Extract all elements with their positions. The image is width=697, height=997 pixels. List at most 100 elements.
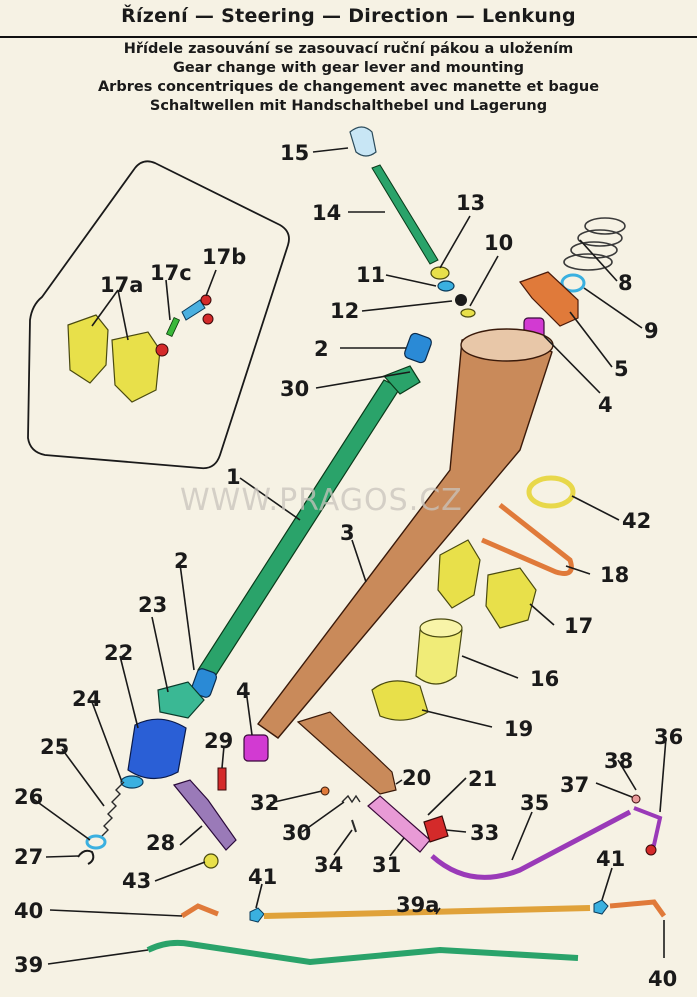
part-15-knob [349,126,377,157]
label-28: 28 [146,831,175,855]
part-17a-shell-left [67,314,109,384]
label-23: 23 [138,593,167,617]
label-17b: 17b [202,245,246,269]
part-11-washer [437,280,455,292]
part-36-nut [645,844,657,856]
part-17-clamp-left [437,539,481,609]
label-30-upper: 30 [280,377,309,401]
label-25: 25 [40,735,69,759]
part-9-ring [560,273,586,293]
subtitle-french: Arbres concentriques de changement avec … [97,79,600,95]
part-41-nut-left [249,907,265,923]
label-22: 22 [104,641,133,665]
part-14-gear-lever-rod [371,164,439,265]
label-17a: 17a [100,273,143,297]
part-23-bracket [157,681,205,719]
part-16-bushing-top [419,618,463,638]
part-42-ring [526,475,576,509]
part-20-selector-lever [296,711,397,795]
part-28-lever [172,779,237,851]
part-25-spring [99,781,125,839]
label-43: 43 [122,869,151,893]
label-15: 15 [280,141,309,165]
part-30-spring-lower [341,794,361,804]
part-40-rod-end-right [609,899,667,918]
label-41-left: 41 [248,865,277,889]
label-2-lower: 2 [174,549,189,573]
part-17b-washer-red [200,294,212,306]
inset-bearing-shell-parts [67,294,214,403]
part-17-clamp-right [485,567,537,629]
part-19-clamp [371,680,429,721]
part-1-shaft-head [382,365,421,395]
label-21: 21 [468,767,497,791]
label-4-lower: 4 [236,679,251,703]
label-37: 37 [560,773,589,797]
label-33: 33 [470,821,499,845]
subtitle-czech: Hřídele zasouvání se zasouvací ruční pák… [123,41,574,57]
part-17a-shell-right [111,331,161,403]
part-17c-spring [165,317,181,337]
part-36-end-fitting [633,806,663,850]
part-12-lock-washer [455,294,467,306]
part-18-u-bolt [481,503,574,576]
part-34-pin [351,819,357,833]
part-27-circlip [77,849,95,865]
label-10: 10 [484,231,513,255]
label-5: 5 [614,357,629,381]
part-41-nut-right [593,899,609,915]
part-35-selector-rod [430,809,632,880]
leader-lines [31,147,667,965]
part-37-washer [631,794,641,804]
part-32-ball [320,786,330,796]
part-22-housing [127,718,187,780]
part-13-washer [430,266,450,280]
part-10-washer [460,308,476,318]
part-17-pin-red [155,343,169,357]
label-32: 32 [250,791,279,815]
label-9: 9 [644,319,659,343]
label-8: 8 [618,271,633,295]
label-29: 29 [204,729,233,753]
part-2-upper-bush [404,332,432,364]
subtitle-english: Gear change with gear lever and mounting [172,60,525,76]
label-17: 17 [564,614,593,638]
label-34: 34 [314,853,343,877]
part-43-washer [203,853,219,869]
part-26-ring [85,834,107,850]
label-40-left: 40 [14,899,43,923]
label-35: 35 [520,791,549,815]
label-16: 16 [530,667,559,691]
label-38: 38 [604,749,633,773]
label-42: 42 [622,509,651,533]
label-13: 13 [456,191,485,215]
part-29-bolt [217,767,227,791]
label-4-upper: 4 [598,393,613,417]
inset-frame [27,160,290,470]
part-3-column-top-opening [460,328,554,362]
label-19: 19 [504,717,533,741]
part-17b-screw [181,299,206,321]
label-17c: 17c [150,261,192,285]
part-39a-connecting-rod [263,905,591,919]
label-2-upper: 2 [314,337,329,361]
part-labels: 15 14 13 10 11 12 8 9 5 4 2 30 1 3 42 18… [14,141,683,991]
label-40-right: 40 [648,967,677,991]
label-30-lower: 30 [282,821,311,845]
part-4-lower-bush [243,734,269,762]
label-18: 18 [600,563,629,587]
part-33-cap [423,815,449,843]
part-1-inner-shaft [197,379,401,679]
watermark-text: WWW.PRAGOS.CZ [180,483,463,518]
part-40-rod-end-left [180,903,219,919]
part-17b-nut-red [202,313,214,325]
label-24: 24 [72,687,101,711]
subtitle-german: Schaltwellen mit Handschalthebel und Lag… [149,98,548,114]
label-26: 26 [14,785,43,809]
part-39-gear-rod [146,939,579,966]
page-title: Řízení — Steering — Direction — Lenkung [121,5,576,27]
label-11: 11 [356,263,385,287]
label-36: 36 [654,725,683,749]
